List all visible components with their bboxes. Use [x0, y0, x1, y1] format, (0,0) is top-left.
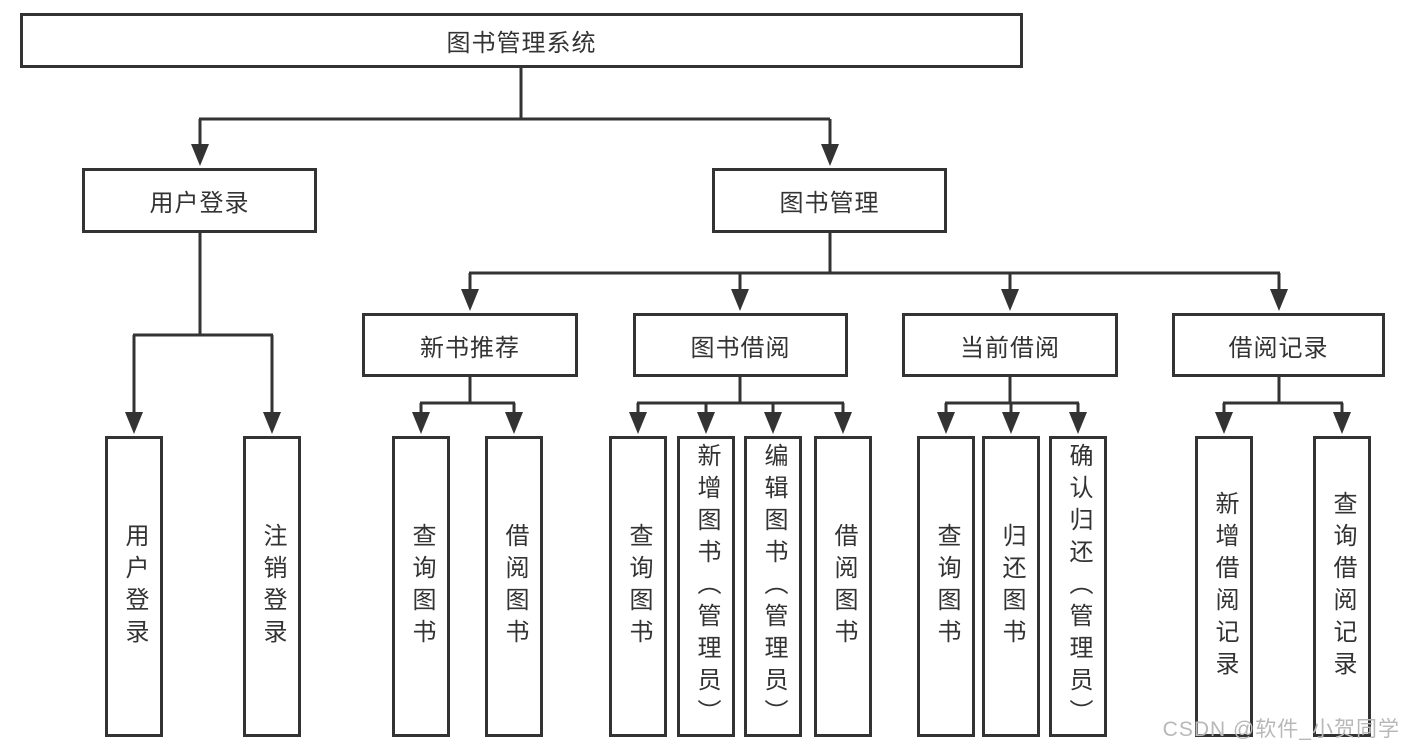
- leaf-query-books-current: 查询图书: [917, 436, 975, 737]
- node-new-book-recommend: 新书推荐: [362, 313, 578, 377]
- node-library-management-system: 图书管理系统: [20, 13, 1023, 68]
- leaf-logout: 注销登录: [243, 436, 301, 737]
- leaf-add-borrow-record: 新增借阅记录: [1195, 436, 1253, 737]
- leaf-add-books-admin: 新增图书（管理员）: [677, 436, 735, 737]
- leaf-borrow-books-recommend: 借阅图书: [485, 436, 543, 737]
- leaf-borrow-books: 借阅图书: [814, 436, 872, 737]
- leaf-user-login: 用户登录: [105, 436, 163, 737]
- node-current-borrowing: 当前借阅: [902, 313, 1118, 377]
- leaf-query-borrow-record: 查询借阅记录: [1313, 436, 1371, 737]
- leaf-edit-books-admin: 编辑图书（管理员）: [744, 436, 802, 737]
- node-borrow-records: 借阅记录: [1172, 313, 1385, 377]
- node-book-management: 图书管理: [712, 168, 947, 233]
- leaf-query-books-recommend: 查询图书: [392, 436, 450, 737]
- node-book-borrowing: 图书借阅: [633, 313, 848, 377]
- node-user-login: 用户登录: [82, 168, 317, 233]
- csdn-watermark: CSDN @软件_小贺同学: [1162, 718, 1400, 741]
- leaf-return-books: 归还图书: [982, 436, 1040, 737]
- leaf-confirm-return-admin: 确认归还（管理员）: [1049, 436, 1107, 737]
- leaf-query-books-borrowing: 查询图书: [609, 436, 667, 737]
- arrowheads: [125, 144, 1351, 434]
